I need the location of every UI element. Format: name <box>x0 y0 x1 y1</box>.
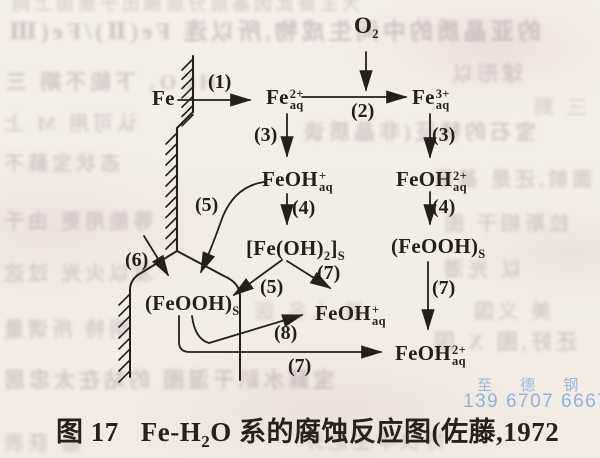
electrode-wall <box>175 54 195 253</box>
reaction-label-7-diagonal: (7) <box>317 262 341 284</box>
reaction-label-7-vertical: (7) <box>432 277 456 299</box>
reaction-label-4-right: (4) <box>432 196 456 218</box>
reaction-label-7-bottom: (7) <box>288 355 312 377</box>
reaction-label-5-upper: (5) <box>195 194 219 216</box>
reaction-label-8: (8) <box>274 322 298 344</box>
reaction-label-5-lower: (5) <box>260 276 284 298</box>
species-feooh-solid-right: (FeOOH)S <box>391 234 486 261</box>
species-feoh2-solid: [Fe(OH)2]S <box>246 236 346 263</box>
arrow-reaction-6 <box>143 235 169 277</box>
rust-dome-left <box>129 250 178 378</box>
arrow-reaction-5-diagonal <box>232 259 283 297</box>
reaction-label-4-left: (4) <box>292 197 316 219</box>
species-feoh-aq-mid: FeOH+aq <box>262 167 333 195</box>
reaction-label-3-right: (3) <box>432 124 456 146</box>
arrow-reaction-5-curve <box>200 181 265 274</box>
species-fe: Fe <box>152 86 175 110</box>
reaction-label-3-left: (3) <box>254 124 278 146</box>
reaction-label-6: (6) <box>125 249 149 271</box>
reaction-label-1: (1) <box>208 71 232 93</box>
arrow-reaction-7-bottom <box>178 315 383 359</box>
watermark-phone-number: 139 6707 6667 <box>463 391 600 412</box>
species-o2: O2 <box>354 13 379 41</box>
arrow-reaction-7-diagonal <box>286 260 332 289</box>
species-feoh-aq-low: FeOH+aq <box>315 301 386 329</box>
watermark-company-name: 至 德 钢 业 <box>477 377 600 394</box>
reaction-label-2: (2) <box>351 100 375 122</box>
arrow-reaction-8 <box>191 314 304 344</box>
species-feooh-solid-dome: (FeOOH)S <box>145 291 240 318</box>
wall-hatching <box>118 58 194 383</box>
